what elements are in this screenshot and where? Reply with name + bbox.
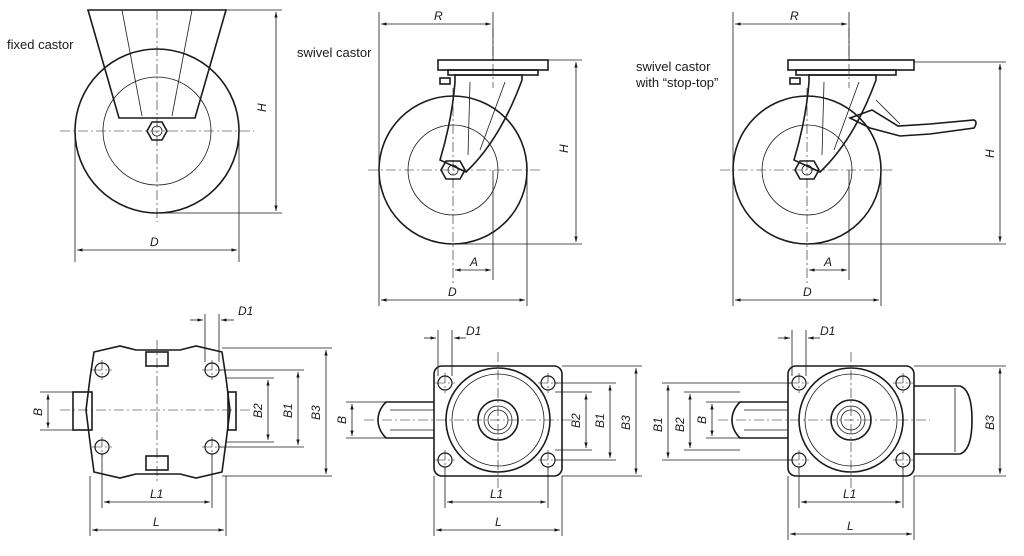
- dim-label-H-stop-top: H: [983, 149, 997, 158]
- dim-label-A-stop-top: A: [823, 255, 832, 269]
- swivel-castor-top-view: D1 B B2 B1 B3 L1 L: [335, 324, 642, 536]
- dim-label-D1-stop-top: D1: [820, 324, 835, 338]
- fixed-castor-top-view: D1 B B2 B1 B3 L1 L: [31, 304, 332, 536]
- swivel-castor-side-view: R H A D: [368, 9, 582, 306]
- dim-label-B2-stop-top: B2: [673, 417, 687, 432]
- dim-label-D1-fixed: D1: [238, 304, 253, 318]
- dim-label-L-fixed: L: [153, 515, 160, 529]
- dim-label-L1-swivel: L1: [490, 487, 503, 501]
- stop-top-castor-top-view: D1 B1 B2 B B3 L1 L: [651, 324, 1006, 540]
- dim-label-B-stop-top: B: [695, 416, 709, 424]
- dim-label-H-swivel: H: [557, 144, 571, 153]
- dim-label-L-swivel: L: [495, 515, 502, 529]
- stop-top-castor-side-view: R H A D: [720, 9, 1006, 306]
- dim-label-B2-swivel: B2: [569, 413, 583, 428]
- dim-label-D-swivel: D: [448, 285, 457, 299]
- dim-label-R-swivel: R: [434, 9, 443, 23]
- caption-stop-top-line2: with “stop-top”: [636, 75, 719, 90]
- dim-label-B1-stop-top: B1: [651, 417, 665, 432]
- caption-swivel-castor: swivel castor: [297, 45, 372, 60]
- dim-label-B-swivel: B: [335, 416, 349, 424]
- caption-fixed-castor: fixed castor: [7, 37, 74, 52]
- fixed-castor-side-view: H D: [60, 9, 282, 262]
- dim-label-B-fixed: B: [31, 408, 45, 416]
- dim-label-B3-swivel: B3: [619, 415, 633, 430]
- dim-label-B3-stop-top: B3: [983, 415, 997, 430]
- dim-label-L1-stop-top: L1: [843, 487, 856, 501]
- dim-label-L1-fixed: L1: [150, 487, 163, 501]
- dim-label-B1-fixed: B1: [281, 403, 295, 418]
- dim-label-B3-fixed: B3: [309, 405, 323, 420]
- dim-label-B2-fixed: B2: [251, 403, 265, 418]
- dim-label-D-fixed: D: [150, 235, 159, 249]
- dim-label-B1-swivel: B1: [593, 413, 607, 428]
- dim-label-D-stop-top: D: [803, 285, 812, 299]
- dim-label-R-stop-top: R: [790, 9, 799, 23]
- dim-label-L-stop-top: L: [847, 519, 854, 533]
- dim-label-A-swivel: A: [469, 255, 478, 269]
- caption-stop-top-line1: swivel castor: [636, 59, 711, 74]
- dim-label-H-fixed: H: [255, 103, 269, 112]
- dim-label-D1-swivel: D1: [466, 324, 481, 338]
